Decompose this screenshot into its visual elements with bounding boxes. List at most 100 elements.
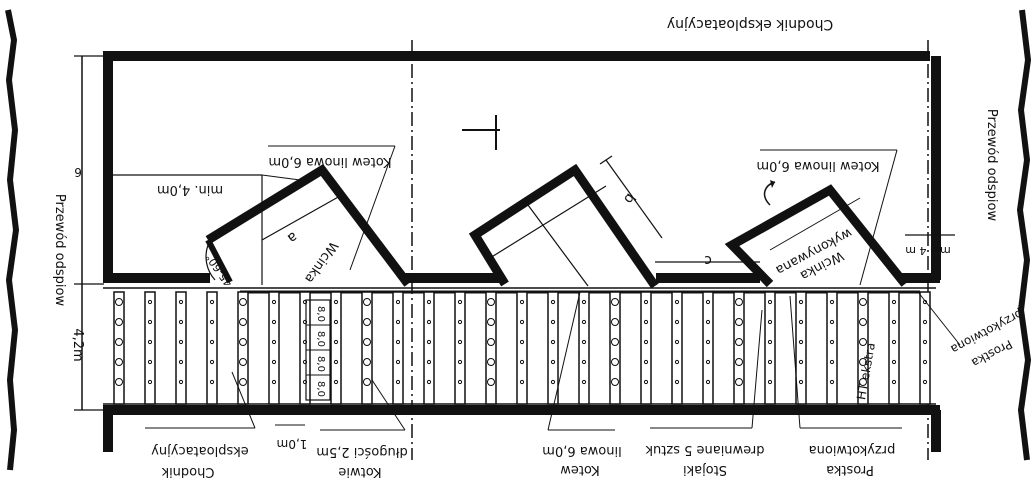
- bolt-hole: [767, 339, 773, 345]
- sleeper: [733, 291, 745, 405]
- bolt-hole: [859, 318, 867, 326]
- chodnik-bottom-2: eksploatacyjny: [151, 443, 249, 458]
- bolt-hole: [147, 299, 153, 305]
- bolt-hole: [426, 359, 432, 365]
- bolt-hole: [487, 358, 495, 366]
- sleeper: [578, 291, 590, 405]
- dim-a-label: a: [284, 228, 300, 246]
- bolt-hole: [519, 319, 525, 325]
- bolt-hole: [115, 318, 123, 326]
- stojaki-label-1: Stojaki: [683, 462, 727, 477]
- bolt-hole: [643, 379, 649, 385]
- bolt-hole: [457, 299, 463, 305]
- sleeper: [764, 291, 776, 405]
- bolt-hole: [395, 339, 401, 345]
- bolt-hole: [829, 379, 835, 385]
- bolt-hole: [147, 379, 153, 385]
- bolt-hole: [302, 299, 308, 305]
- prostka-leader-right: [917, 291, 961, 346]
- bolt-hole: [178, 299, 184, 305]
- bolt-hole: [643, 299, 649, 305]
- bolt-hole: [643, 359, 649, 365]
- bolt-hole: [829, 339, 835, 345]
- bolt-hole: [891, 319, 897, 325]
- dim-4-2m-label: 4,2m: [70, 328, 85, 361]
- sleeper: [609, 291, 621, 405]
- bolt-hole: [581, 319, 587, 325]
- kotew-bottom-leader-2: [547, 291, 581, 431]
- kotew-leader-right-2: [859, 149, 898, 286]
- bolt-hole: [363, 338, 371, 346]
- bolt-hole: [333, 319, 339, 325]
- bolt-hole: [859, 358, 867, 366]
- bolt-hole: [271, 339, 277, 345]
- bolt-hole: [611, 338, 619, 346]
- prostka-bottom-2: przykotwiona: [809, 442, 896, 457]
- bolt-hole: [829, 299, 835, 305]
- bolt-hole: [550, 299, 556, 305]
- winch-chamber-left: [205, 164, 412, 287]
- bolt-hole: [487, 378, 495, 386]
- bolt-hole: [426, 379, 432, 385]
- bolt-hole: [674, 359, 680, 365]
- kotew-linowa-left-label: Kotew linowa 6,0m: [268, 154, 391, 169]
- sleeper: [330, 291, 342, 405]
- bolt-hole: [363, 378, 371, 386]
- bolt-hole: [891, 339, 897, 345]
- bolt-hole: [611, 298, 619, 306]
- bolt-hole: [767, 299, 773, 305]
- stojaki-label-2: drewniane 5 sztuk: [645, 442, 764, 457]
- bolt-hole: [550, 359, 556, 365]
- bolt-hole: [271, 379, 277, 385]
- chodnik-top-label: Chodnik eksploatacyjny: [667, 16, 833, 32]
- bolt-hole: [922, 359, 928, 365]
- min-4-0m-label: min. 4,0m: [157, 182, 223, 197]
- bolt-hole: [333, 339, 339, 345]
- sleeper: [826, 291, 838, 405]
- bolt-hole: [829, 359, 835, 365]
- bolt-hole: [271, 299, 277, 305]
- bolt-hole: [674, 319, 680, 325]
- bolt-hole: [735, 338, 743, 346]
- row-80-label-2: 8,0: [315, 331, 326, 347]
- bolt-hole: [767, 379, 773, 385]
- bolt-hole: [891, 359, 897, 365]
- bolt-hole: [891, 379, 897, 385]
- sleeper: [702, 291, 714, 405]
- bolt-hole: [333, 299, 339, 305]
- bolt-hole: [395, 359, 401, 365]
- bolt-hole: [922, 319, 928, 325]
- bolt-hole: [550, 379, 556, 385]
- bolt-hole: [550, 339, 556, 345]
- chodnik-bottom-1: Chodnik: [161, 464, 214, 479]
- bolt-hole: [115, 338, 123, 346]
- bolt-hole: [302, 319, 308, 325]
- bolt-hole: [519, 379, 525, 385]
- bolt-hole: [209, 359, 215, 365]
- bolt-hole: [798, 319, 804, 325]
- bolt-hole: [239, 378, 247, 386]
- bolt-hole: [239, 358, 247, 366]
- bolt-hole: [735, 318, 743, 326]
- bolt-hole: [643, 339, 649, 345]
- bolt-hole: [798, 339, 804, 345]
- sleeper: [516, 291, 528, 405]
- sleeper: [206, 291, 218, 405]
- sleeper: [237, 291, 249, 405]
- prostka-bottom-1: Prostka: [826, 462, 874, 477]
- stojaki-leader-2: [751, 309, 763, 429]
- bolt-hole: [581, 339, 587, 345]
- kotwie-leader-2: [371, 379, 406, 431]
- sleeper: [857, 291, 869, 405]
- sleeper: [919, 291, 931, 405]
- bolt-hole: [674, 339, 680, 345]
- bolt-hole: [705, 379, 711, 385]
- kotwie-label-2: długości 2,5m: [316, 444, 407, 459]
- bolt-hole: [209, 319, 215, 325]
- bolt-hole: [735, 298, 743, 306]
- winch-left-label: Wcinka: [301, 238, 340, 285]
- bolt-hole: [426, 339, 432, 345]
- bolt-hole: [209, 339, 215, 345]
- bolt-hole: [363, 298, 371, 306]
- kotwie-label-1: Kotwie: [338, 464, 381, 479]
